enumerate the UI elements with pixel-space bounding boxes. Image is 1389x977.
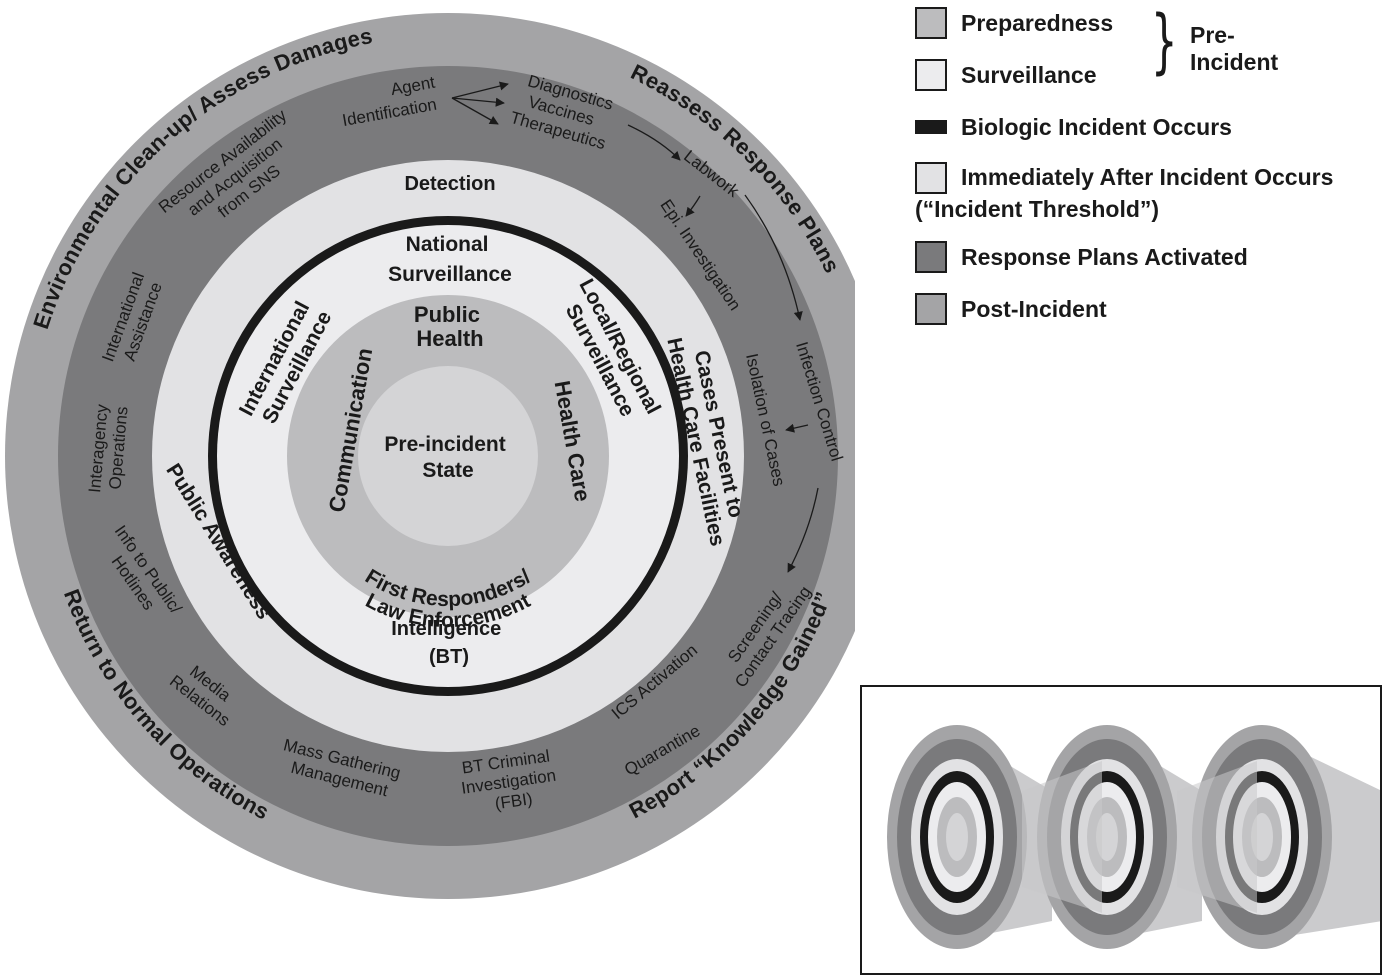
svg-text:Public Health: Public Health [414, 302, 486, 351]
legend-swatch-surveillance [915, 59, 947, 91]
svg-text:Pre-incident State: Pre-incident State [384, 433, 511, 482]
legend-label-post-incident: Post-Incident [961, 296, 1107, 322]
center-label-line2: State [422, 459, 473, 482]
response-flow-arrows [451, 81, 819, 573]
national-surveillance-line2: Surveillance [388, 263, 512, 286]
legend: Preparedness Surveillance Biologic Incid… [915, 4, 1385, 334]
public-health-line2: Health [416, 326, 483, 351]
svg-text:Intelligence (BT): Intelligence (BT) [391, 618, 507, 668]
legend-item-biologic-incident: Biologic Incident Occurs [915, 110, 1232, 144]
pre-incident-bracket-label: Pre- Incident [1190, 22, 1278, 76]
pre-incident-state-circle [358, 366, 538, 546]
center-label-line1: Pre-incident [384, 433, 505, 456]
legend-item-preparedness: Preparedness [915, 6, 1113, 40]
inset-progression-graphic [887, 725, 1380, 949]
detection-label: Detection [404, 173, 495, 195]
inset-progression-panel [860, 685, 1382, 975]
pre-incident-bracket-line1: Pre- [1190, 22, 1235, 48]
legend-label-response-plans: Response Plans Activated [961, 244, 1248, 270]
inset-target-1 [887, 725, 1027, 949]
national-surveillance-line1: National [406, 233, 489, 256]
legend-label-surveillance: Surveillance [961, 62, 1097, 88]
svg-text:Interagency Operations: Interagency Operations [85, 399, 132, 496]
legend-swatch-post-incident [915, 293, 947, 325]
legend-swatch-preparedness [915, 7, 947, 39]
legend-swatch-biologic-incident [915, 120, 947, 134]
svg-text:Detection: Detection [404, 173, 495, 195]
svg-text:National Surveillance: National Surveillance [388, 233, 512, 286]
legend-label-biologic-incident: Biologic Incident Occurs [961, 114, 1232, 140]
intelligence-line2: (BT) [429, 646, 469, 668]
pre-incident-bracket-line2: Incident [1190, 49, 1279, 75]
legend-label-incident-threshold: Immediately After Incident Occurs [961, 164, 1334, 190]
legend-swatch-incident-threshold [915, 162, 947, 194]
legend-item-post-incident: Post-Incident [915, 292, 1107, 326]
concentric-response-diagram: Pre-incident State Public Health Health … [5, 13, 855, 899]
public-health-line1: Public [414, 302, 480, 327]
pre-incident-brace-icon: } [1150, 0, 1178, 82]
legend-swatch-response-plans [915, 241, 947, 273]
legend-item-surveillance: Surveillance [915, 58, 1097, 92]
legend-item-incident-threshold: Immediately After Incident Occurs (“Inci… [915, 162, 1334, 222]
intelligence-line1: Intelligence [391, 618, 501, 640]
legend-item-response-plans: Response Plans Activated [915, 240, 1248, 274]
legend-label-incident-threshold-line2: (“Incident Threshold”) [915, 196, 1160, 222]
legend-label-preparedness: Preparedness [961, 10, 1114, 36]
